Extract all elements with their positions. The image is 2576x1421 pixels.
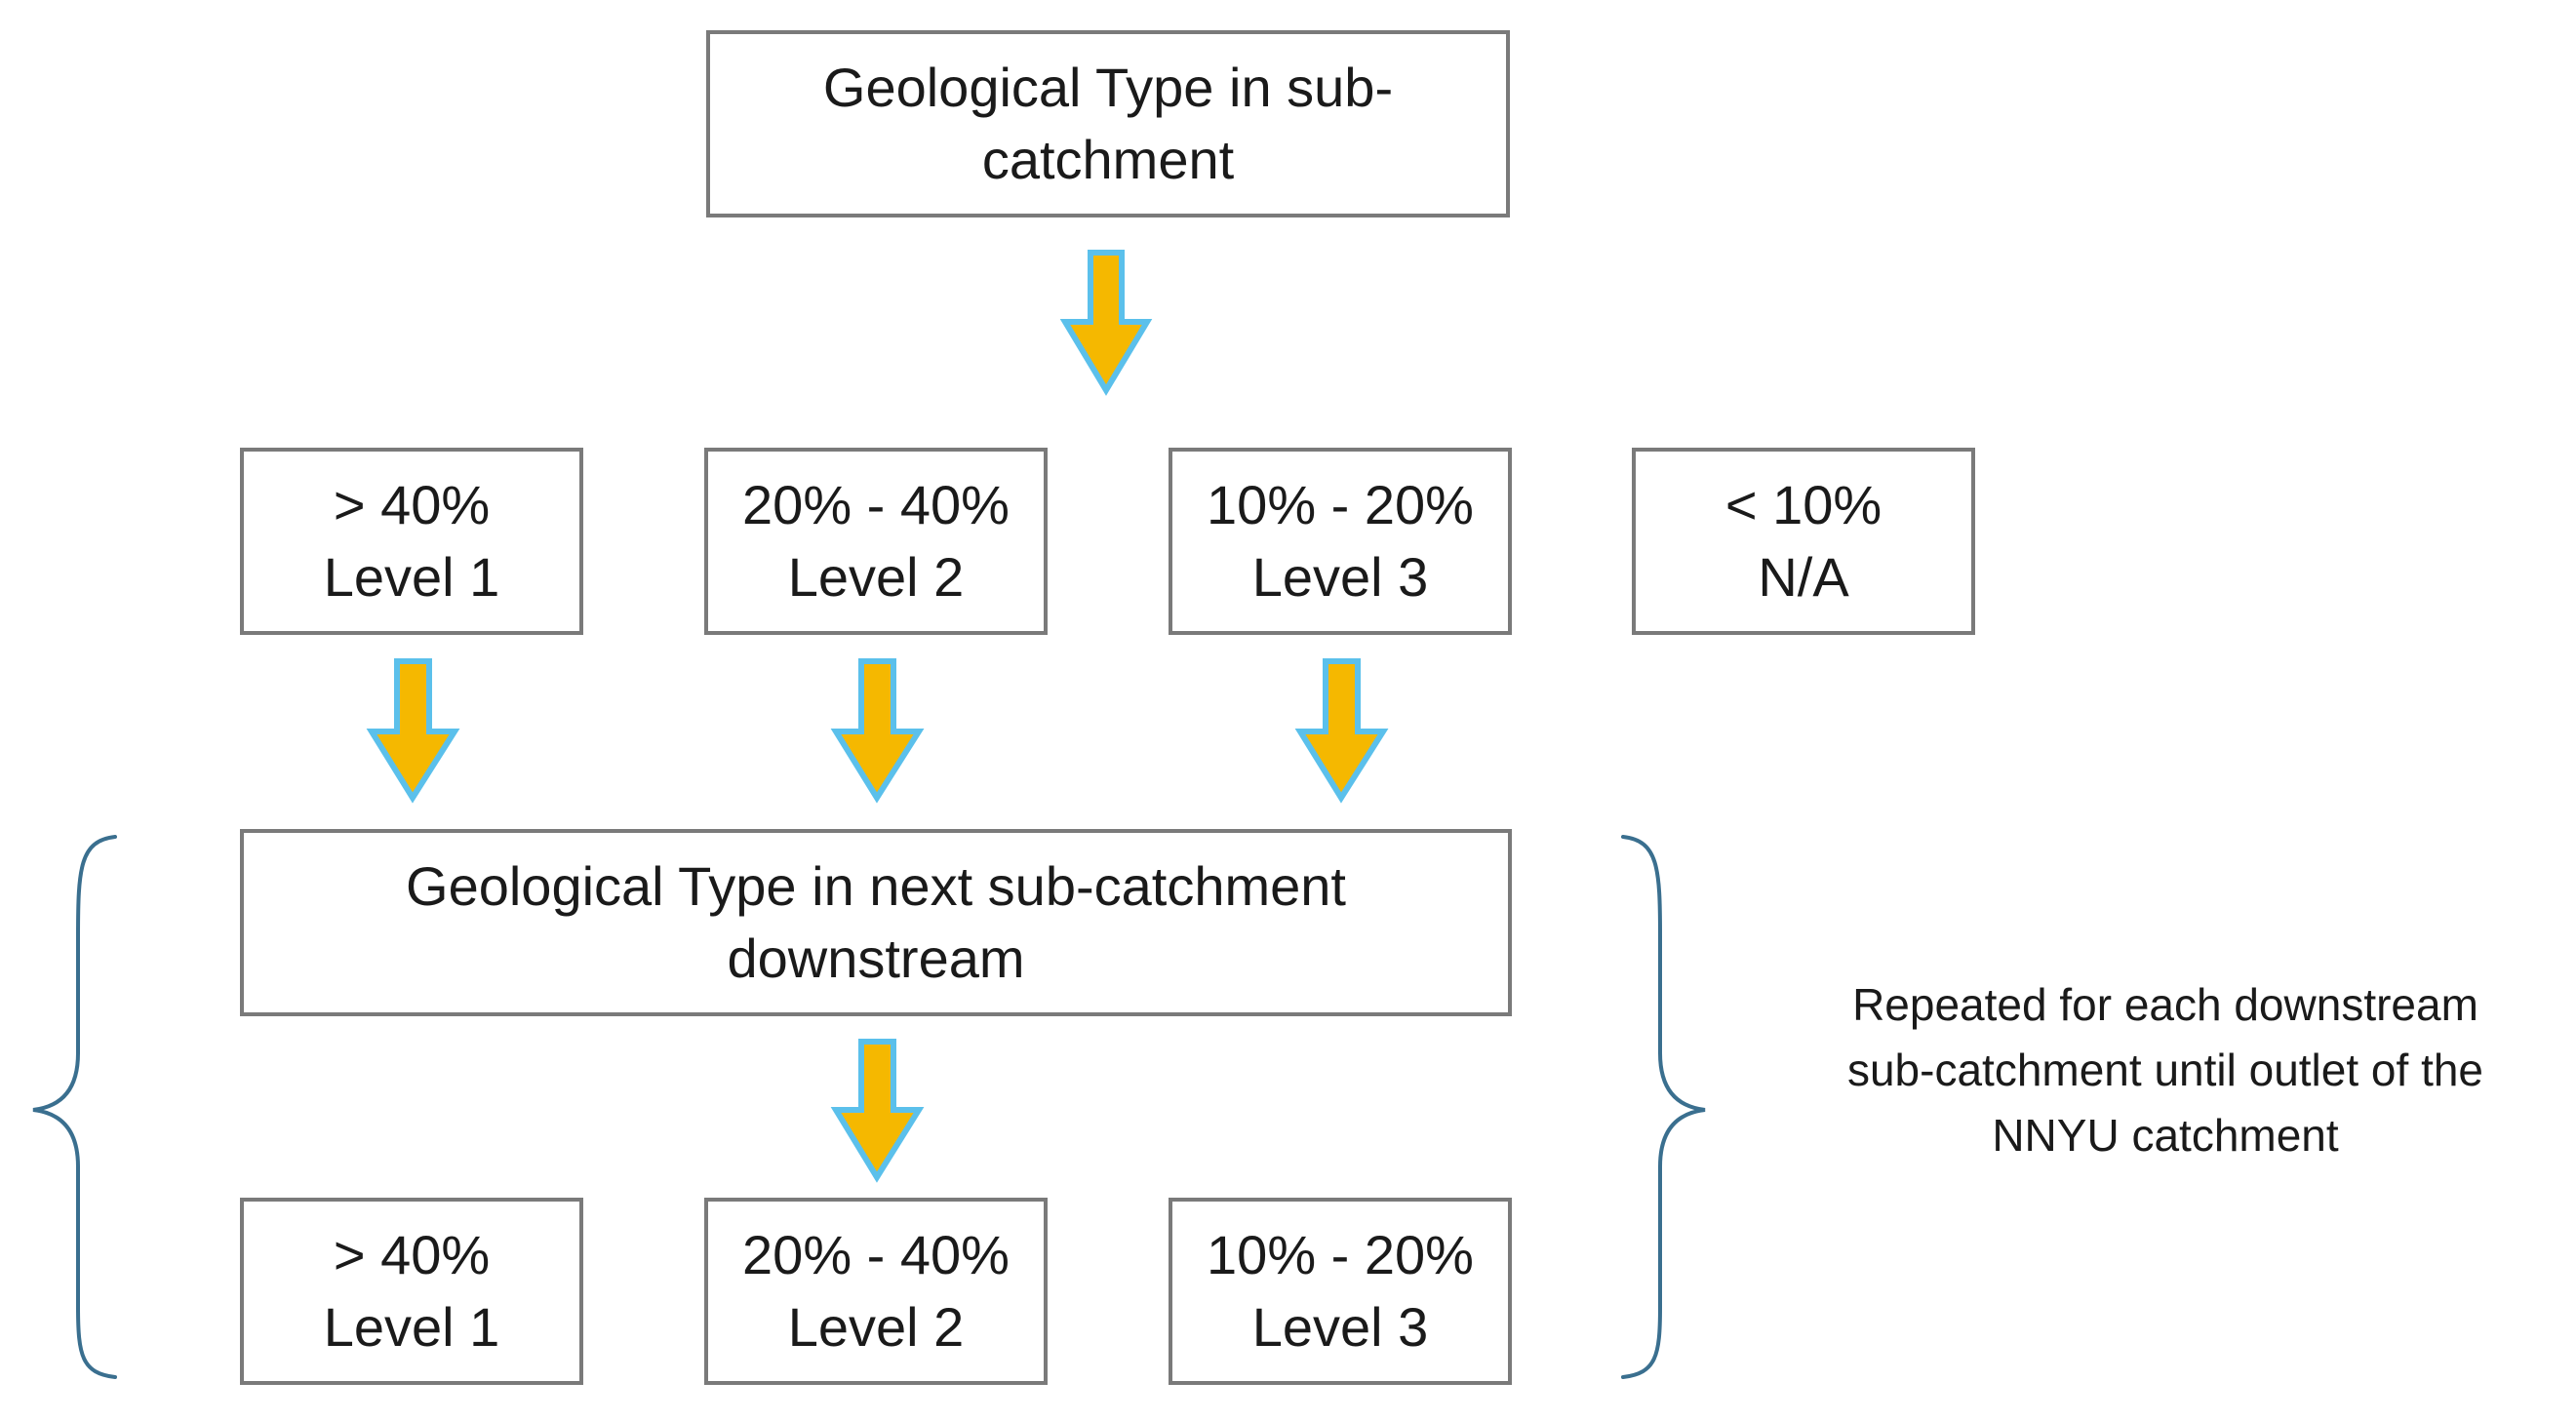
bottom-level-2-box: 20% - 40% Level 2 <box>704 1198 1048 1385</box>
level-2-box: 20% - 40% Level 2 <box>704 448 1048 635</box>
repeat-note: Repeated for each downstream sub-catchme… <box>1780 972 2551 1168</box>
bottom-level-1-range: > 40% <box>333 1224 491 1285</box>
not-applicable-range: < 10% <box>1724 474 1882 535</box>
level-3-label: Level 3 <box>1251 546 1429 608</box>
repeat-note-line3: NNYU catchment <box>1992 1110 2339 1161</box>
left-brace <box>32 835 117 1379</box>
level-1-label: Level 1 <box>323 546 500 608</box>
arrow-level2-down <box>830 658 925 804</box>
bottom-level-3-box: 10% - 20% Level 3 <box>1169 1198 1512 1385</box>
not-applicable-label: N/A <box>1758 546 1849 608</box>
level-1-box: > 40% Level 1 <box>240 448 583 635</box>
not-applicable-box: < 10% N/A <box>1632 448 1975 635</box>
level-1-range: > 40% <box>333 474 491 535</box>
arrow-level1-down <box>366 658 460 804</box>
next-subcatchment-line2: downstream <box>727 928 1025 989</box>
bottom-level-2-range: 20% - 40% <box>742 1224 1010 1285</box>
level-3-range: 10% - 20% <box>1207 474 1474 535</box>
geological-type-line1: Geological Type in sub- <box>822 57 1394 118</box>
repeat-note-line2: sub-catchment until outlet of the <box>1846 1045 2484 1095</box>
bottom-level-3-range: 10% - 20% <box>1207 1224 1474 1285</box>
level-2-range: 20% - 40% <box>742 474 1010 535</box>
geological-type-line2: catchment <box>981 129 1235 190</box>
bottom-level-1-label: Level 1 <box>323 1296 500 1358</box>
arrow-level3-down <box>1294 658 1389 804</box>
next-subcatchment-box: Geological Type in next sub-catchment do… <box>240 829 1512 1016</box>
repeat-note-line1: Repeated for each downstream <box>1852 979 2478 1030</box>
right-brace <box>1621 835 1706 1379</box>
geological-type-box: Geological Type in sub- catchment <box>706 30 1510 217</box>
level-3-box: 10% - 20% Level 3 <box>1169 448 1512 635</box>
bottom-level-1-box: > 40% Level 1 <box>240 1198 583 1385</box>
arrow-top-down <box>1059 250 1153 396</box>
level-2-label: Level 2 <box>787 546 965 608</box>
bottom-level-3-label: Level 3 <box>1251 1296 1429 1358</box>
next-subcatchment-line1: Geological Type in next sub-catchment <box>406 855 1346 917</box>
bottom-level-2-label: Level 2 <box>787 1296 965 1358</box>
arrow-next-down <box>830 1039 925 1183</box>
